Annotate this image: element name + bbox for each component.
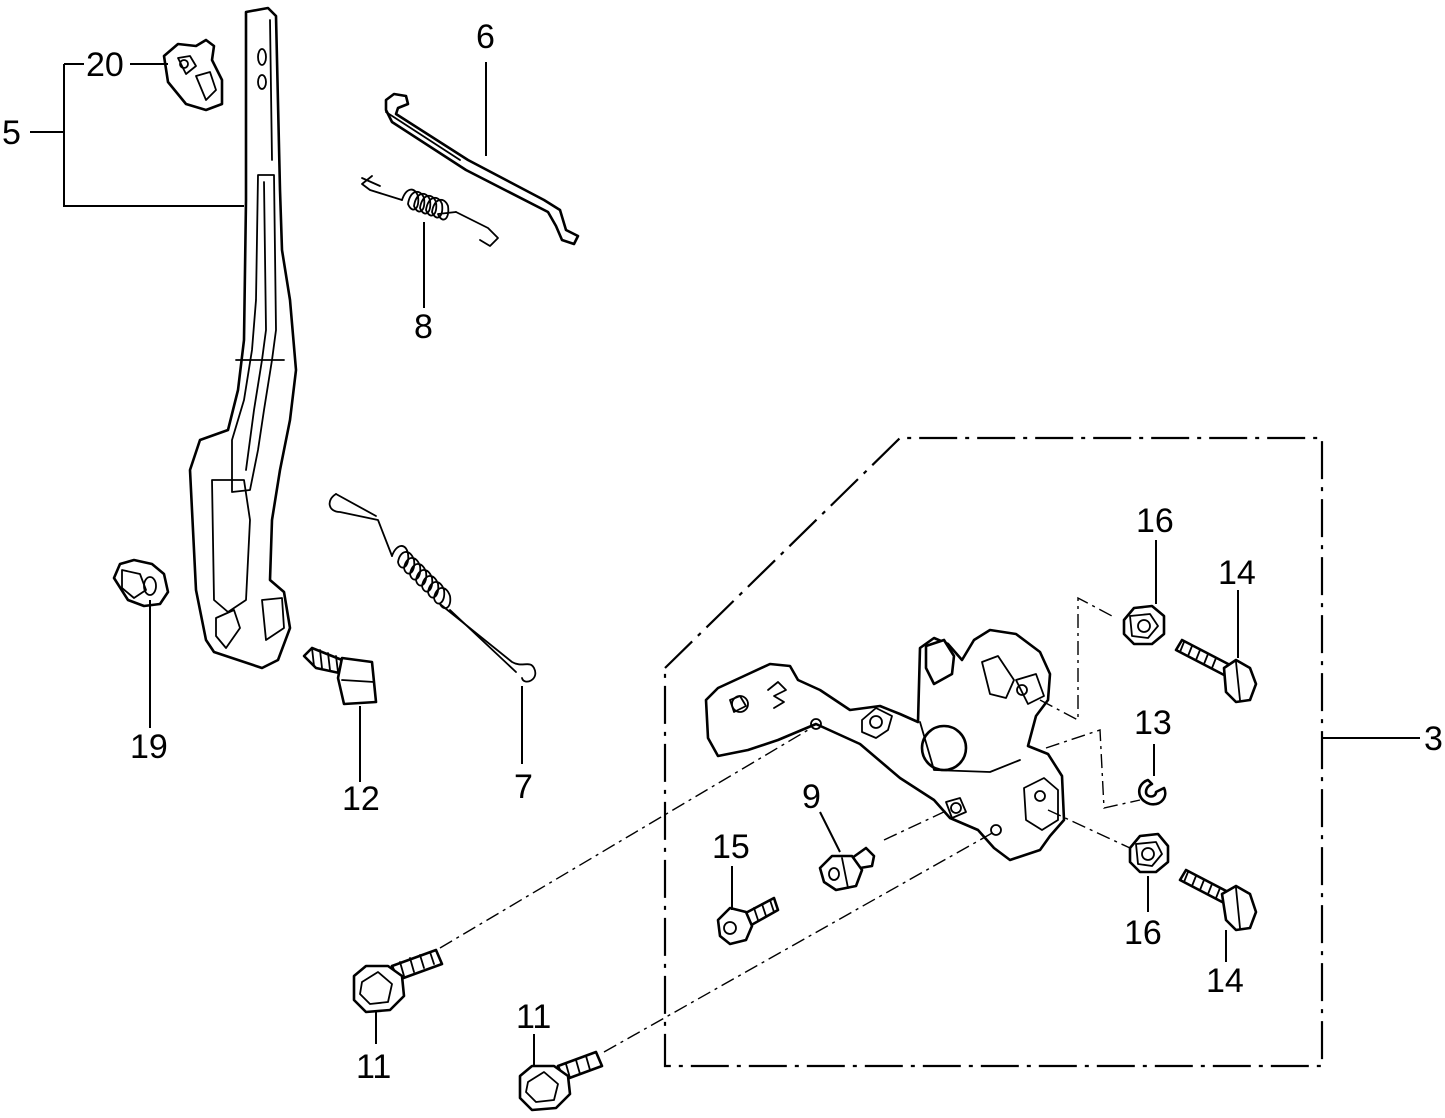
callout-16-lower: 16 — [1124, 914, 1162, 952]
callout-9: 9 — [802, 778, 821, 816]
clip-part-13 — [1137, 778, 1167, 806]
callout-11-left: 11 — [356, 1048, 391, 1086]
bracket-assembly-part-3 — [704, 628, 1066, 862]
spring-part-7 — [328, 493, 537, 683]
nut-part-16-lower — [1128, 832, 1170, 874]
callout-labels: 20 5 6 8 19 12 7 16 14 13 3 9 15 16 14 1… — [2, 18, 1443, 1086]
fitting-part-9 — [818, 846, 876, 892]
bolt-part-14-upper — [1174, 638, 1258, 704]
callout-12: 12 — [342, 780, 380, 818]
nut-part-19 — [112, 558, 170, 608]
bolt-part-11-left — [352, 948, 444, 1014]
rod-part-6 — [384, 92, 580, 246]
callout-8: 8 — [414, 308, 433, 346]
callout-3: 3 — [1424, 720, 1443, 758]
callout-7: 7 — [514, 768, 533, 806]
spring-part-8 — [361, 175, 499, 247]
callout-11-right: 11 — [516, 998, 551, 1036]
callout-16-upper: 16 — [1136, 502, 1174, 540]
axis-lines — [439, 596, 1141, 1053]
screw-part-15 — [716, 896, 780, 946]
bolt-part-14-lower — [1178, 868, 1258, 932]
nut-part-16-upper — [1122, 604, 1166, 646]
callout-15: 15 — [712, 828, 750, 866]
bolt-part-11-right — [518, 1050, 604, 1112]
leader-lines — [30, 62, 1420, 1066]
callout-5: 5 — [2, 114, 21, 152]
callout-20: 20 — [86, 46, 124, 84]
clip-part-20 — [162, 38, 224, 112]
assembly-boundary — [663, 436, 1324, 1068]
callout-19: 19 — [130, 728, 168, 766]
callout-14-lower: 14 — [1206, 962, 1244, 1000]
callout-13: 13 — [1134, 704, 1172, 742]
screw-part-12 — [302, 646, 378, 706]
callout-14-upper: 14 — [1218, 554, 1256, 592]
control-lever-part-5 — [188, 6, 298, 670]
callout-6: 6 — [476, 18, 495, 56]
